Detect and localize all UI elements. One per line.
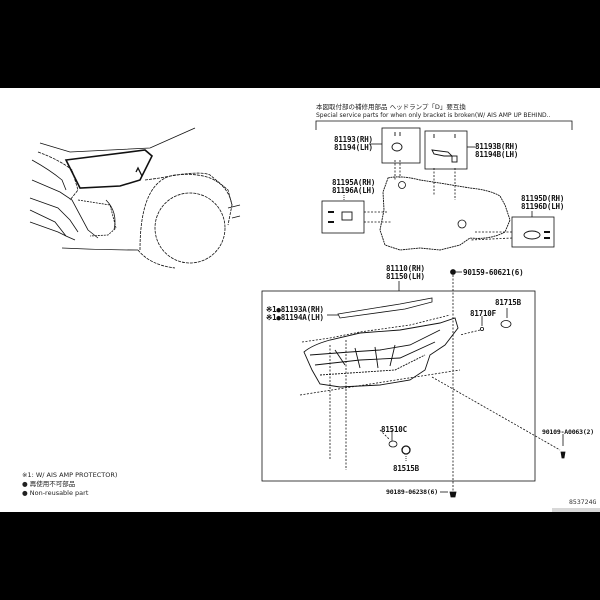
label-90189[interactable]: 90189-06238(6) <box>386 488 438 496</box>
label-81193A[interactable]: ※1●81193A(RH) ※1●81194A(LH) <box>266 305 324 322</box>
label-90159[interactable]: 90159-60621(6) <box>463 268 524 277</box>
part-box-81193B <box>424 130 468 170</box>
label-81715B[interactable]: 81715B <box>495 298 521 307</box>
diagram-sheet <box>0 88 600 512</box>
legend-non-reusable-jp: ● 再使用不可部品 <box>22 480 76 488</box>
label-81710F[interactable]: 81710F <box>470 309 496 318</box>
legend-note-1: ※1: W/ AIS AMP PROTECTOR) <box>22 471 118 479</box>
label-81510C[interactable]: 81510C <box>381 425 407 434</box>
footer-grey-strip <box>552 508 600 512</box>
part-box-81193 <box>381 127 421 164</box>
main-assembly-frame <box>261 290 536 482</box>
part-box-81195A <box>321 200 365 234</box>
label-81193B[interactable]: 81193B(RH) 81194B(LH) <box>475 142 519 159</box>
label-81195A[interactable]: 81195A(RH) 81196A(LH) <box>332 178 376 195</box>
label-81193[interactable]: 81193(RH) 81194(LH) <box>334 135 373 152</box>
figure-code: 853724G <box>569 498 597 506</box>
label-81195D[interactable]: 81195D(RH) 81196D(LH) <box>521 194 565 211</box>
header-note-japanese: 本図取付部の補修用部品 ヘッドランプ「D」要互換 <box>316 103 466 111</box>
label-81110[interactable]: 81110(RH) 81150(LH) <box>386 264 425 281</box>
vehicle-front-illustration <box>29 127 241 269</box>
label-90109[interactable]: 90109-A0063(2) <box>542 428 594 436</box>
headlamp-assembly <box>303 317 459 388</box>
legend-non-reusable-en: ● Non-reusable part <box>22 489 89 497</box>
label-81515B[interactable]: 81515B <box>393 464 419 473</box>
header-bracket <box>315 120 573 130</box>
header-note-english: Special service parts for when only brac… <box>316 112 551 119</box>
